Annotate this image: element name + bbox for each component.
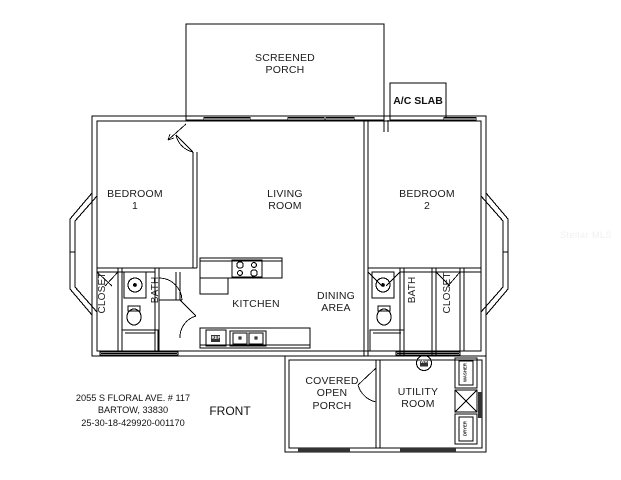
room-label-ac-slab: A/C SLAB — [393, 95, 443, 108]
porch-bottom-openings — [298, 448, 456, 452]
interior-wall-bedroom2-closet — [431, 268, 437, 356]
room-label-bath-left: BATH — [150, 276, 162, 304]
fixture-label-washer: WASHER — [462, 362, 468, 382]
ac-slab-outline — [389, 82, 447, 121]
watermark: Stellar MLS — [560, 230, 613, 240]
room-label-utility-room: UTILITY ROOM — [397, 386, 439, 411]
closet-left-door — [96, 271, 119, 287]
bath-left-fixtures — [121, 271, 159, 352]
room-label-living-room: LIVING ROOM — [267, 188, 303, 213]
fixture-label-refrigerator: REF — [211, 335, 221, 340]
bedroom-1-bay-window — [69, 192, 98, 316]
front-orientation-label: FRONT — [209, 404, 251, 418]
water-heater-symbol — [415, 354, 433, 372]
bath-right-door — [367, 271, 401, 287]
kitchen-upper-cabinet-left — [199, 277, 229, 295]
wall-tick-marks — [383, 120, 389, 132]
room-label-bedroom-2: BEDROOM 2 — [399, 188, 455, 213]
bedroom-1-door — [175, 134, 194, 153]
room-label-kitchen: KITCHEN — [232, 298, 280, 310]
screened-porch-outline — [185, 23, 385, 121]
bedroom-2-bay-window — [480, 192, 509, 316]
entry-arrow — [167, 123, 187, 141]
interior-wall-living-bedroom2 — [363, 121, 369, 356]
room-label-dining-area: DINING AREA — [317, 290, 355, 315]
fixture-label-dryer: DRYER — [462, 420, 468, 436]
utility-door — [357, 367, 377, 403]
kitchen-upper-counter — [199, 257, 283, 279]
bottom-wall-windows — [99, 351, 461, 356]
kitchen-hall-door — [179, 299, 197, 339]
property-address-block: 2055 S FLORAL AVE. # 117 BARTOW, 33830 2… — [75, 393, 191, 428]
room-label-closet-right: CLOSET — [442, 272, 454, 314]
left-bath-closet-walls — [97, 267, 197, 351]
exterior-wall-outline — [91, 115, 487, 357]
porch-utility-divider — [375, 360, 381, 448]
bath-right-fixtures — [369, 271, 405, 352]
room-label-closet-left: CLOSET — [97, 272, 109, 314]
room-label-covered-open-porch: COVERED OPEN PORCH — [305, 375, 359, 412]
room-label-bedroom-1: BEDROOM 1 — [107, 188, 163, 213]
utility-appliances — [454, 357, 482, 445]
top-wall-windows — [203, 117, 477, 122]
right-bath-closet-walls — [368, 267, 481, 356]
closet-right-door — [435, 271, 461, 287]
kitchen-lower-counter — [199, 327, 311, 349]
room-label-screened-porch: SCREENED PORCH — [255, 52, 315, 77]
fixture-label-water-heater: WH — [420, 359, 428, 364]
bath-left-door — [158, 277, 183, 301]
room-label-bath-right: BATH — [407, 276, 419, 304]
interior-wall-bedroom1-living — [192, 152, 198, 269]
